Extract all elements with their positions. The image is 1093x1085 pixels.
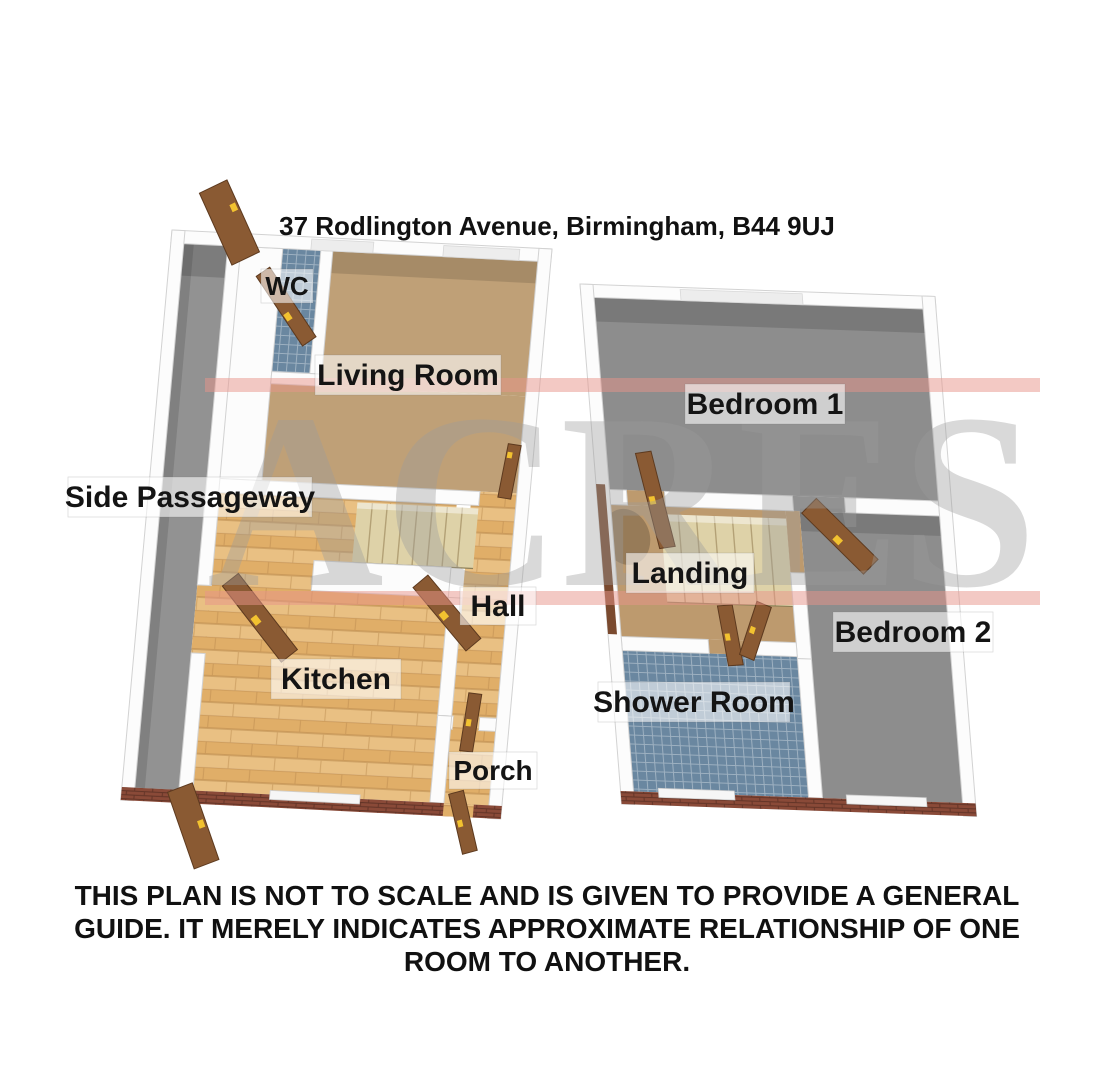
room-label-shower-room: Shower Room [593,681,795,723]
room-label-hall: Hall [459,586,537,626]
room-label-bedroom1: Bedroom 1 [684,383,846,425]
watermark-text: ACRES [207,363,1037,640]
disclaimer-line-2: GUIDE. IT MERELY INDICATES APPROXIMATE R… [74,913,1020,944]
svg-text:Shower Room: Shower Room [593,686,795,719]
front-brick-wall-ground [120,787,502,820]
rear-external-door [166,782,220,870]
room-floor-bedroom2 [799,511,963,803]
svg-text:Hall: Hall [470,590,525,623]
shower-window-sill [657,787,736,801]
room-label-porch: Porch [448,751,538,790]
living-room-door [497,443,522,500]
svg-text:Bedroom 1: Bedroom 1 [687,388,844,421]
bedroom2-window-sill [845,794,928,808]
svg-text:Bedroom 2: Bedroom 2 [835,616,992,649]
room-label-wc: WC [260,268,314,304]
svg-text:Kitchen: Kitchen [281,663,391,696]
room-label-landing: Landing [625,552,755,594]
bedroom1-door [634,450,676,550]
svg-text:WC: WC [265,271,309,301]
room-labels: WC Living Room Side Passageway Kitchen H… [65,268,994,790]
room-label-living-room: Living Room [314,354,502,396]
svg-text:Landing: Landing [632,557,749,590]
window-bedroom1 [679,289,804,306]
svg-text:Living Room: Living Room [317,359,499,392]
first-floor-interior-walls [608,488,941,799]
first-floor-plan [579,283,978,817]
room-label-side-passageway: Side Passageway [65,476,315,518]
kitchen-window-sill [268,789,361,805]
porch-inner-door [459,692,483,753]
room-floor-living-room-lower [261,383,526,494]
landing-doorway-floor [785,510,805,574]
room-label-bedroom2: Bedroom 2 [832,611,994,653]
porch-front-door [448,789,478,855]
disclaimer-line-3: ROOM TO ANOTHER. [404,946,690,977]
window-living-room-left [310,238,375,254]
svg-text:Side Passageway: Side Passageway [65,481,315,514]
side-passage-external-door [198,179,261,266]
window-living-room-right [442,245,521,261]
bedroom2-door [801,497,879,575]
watermark: ACRES [205,363,1040,640]
passage-top-shadow [180,243,228,278]
watermark-stripe-bottom [205,591,1040,605]
shower-room-door [716,604,744,667]
room-floor-shower-room [622,650,809,798]
room-label-kitchen: Kitchen [270,658,402,700]
svg-text:Porch: Porch [453,755,532,786]
address-title: 37 Rodlington Avenue, Birmingham, B44 9U… [279,211,835,241]
disclaimer-line-1: THIS PLAN IS NOT TO SCALE AND IS GIVEN T… [75,880,1020,911]
disclaimer: THIS PLAN IS NOT TO SCALE AND IS GIVEN T… [74,880,1020,977]
